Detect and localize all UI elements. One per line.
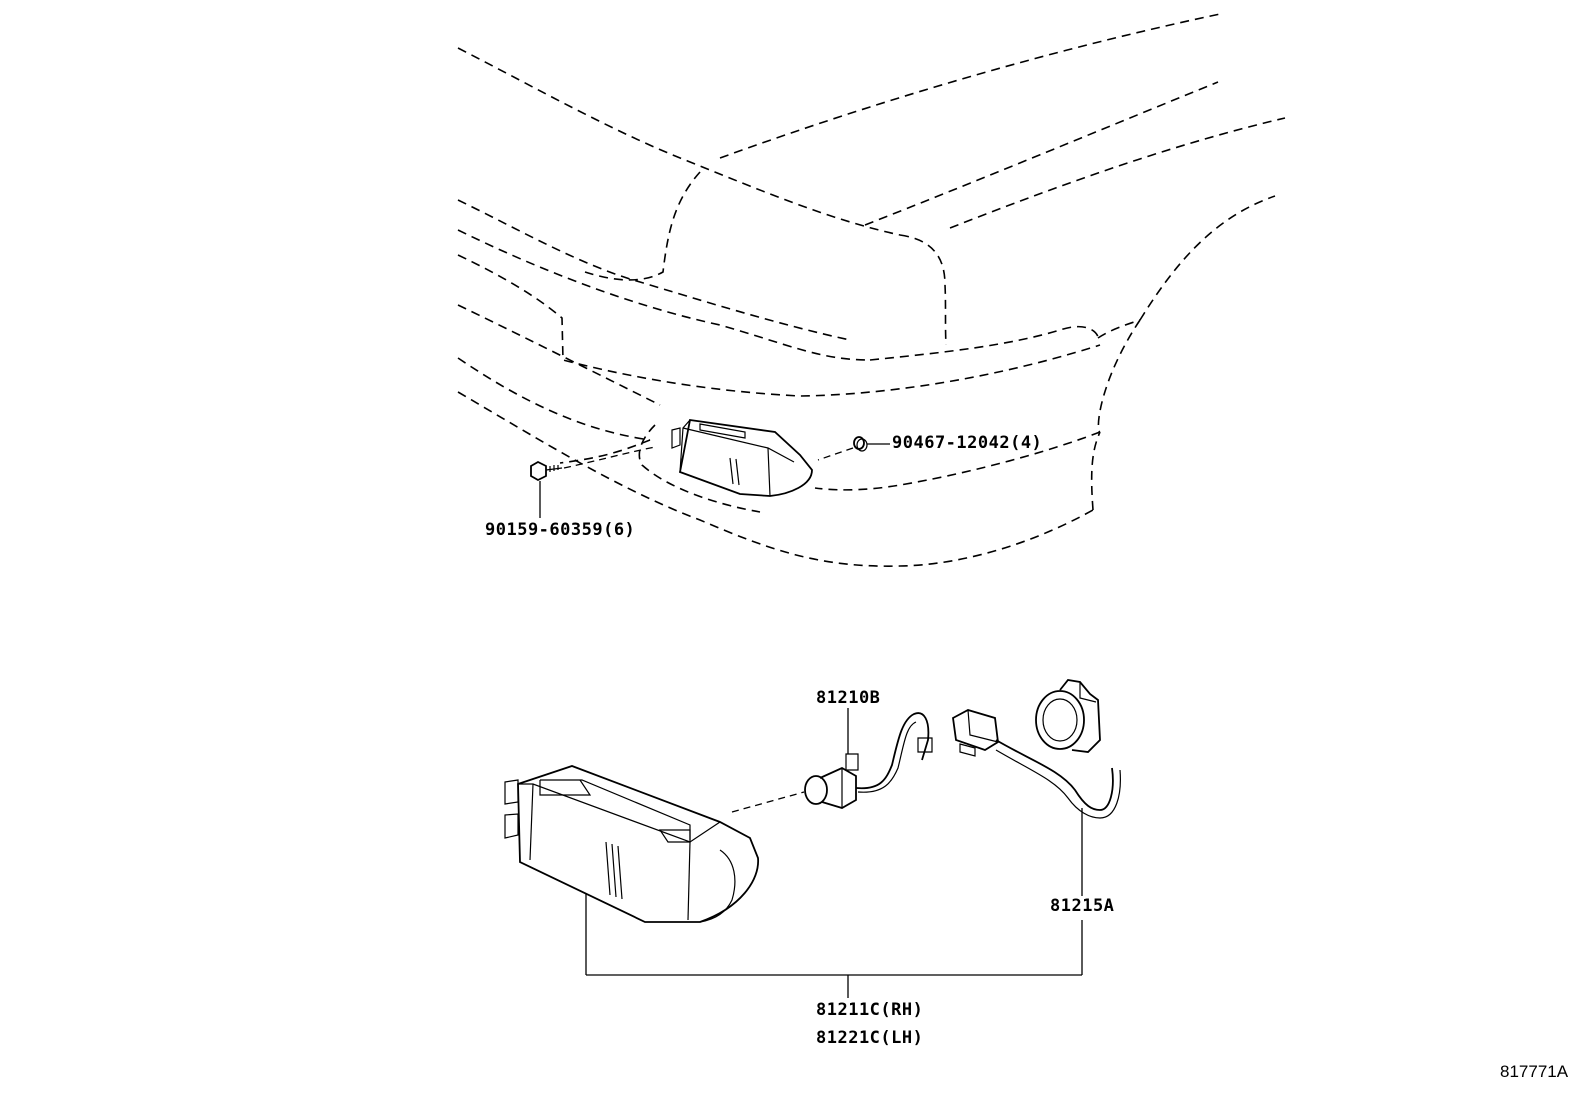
part-label-clip-nut: 90467-12042(4) (892, 433, 1043, 453)
part-label-lamp-lh: 81221C(LH) (816, 1028, 924, 1048)
part-label-lamp-rh: 81211C(RH) (816, 1000, 924, 1020)
part-label-bulb: 81210B (816, 688, 881, 708)
vehicle-body-outline (457, 13, 1286, 567)
screw-icon (530, 446, 656, 518)
socket-wire-harness-icon (952, 679, 1121, 896)
fog-lamp-bulb-icon (731, 708, 933, 813)
installed-fog-lamp (671, 418, 813, 497)
part-label-socket-harness: 81215A (1050, 896, 1115, 916)
part-label-screw: 90159-60359(6) (485, 520, 636, 540)
fog-lamp-unit-exploded (504, 765, 759, 975)
assembly-bracket (586, 920, 1083, 998)
illustration-number: 817771A (1500, 1062, 1569, 1081)
clip-nut-icon (817, 436, 890, 461)
